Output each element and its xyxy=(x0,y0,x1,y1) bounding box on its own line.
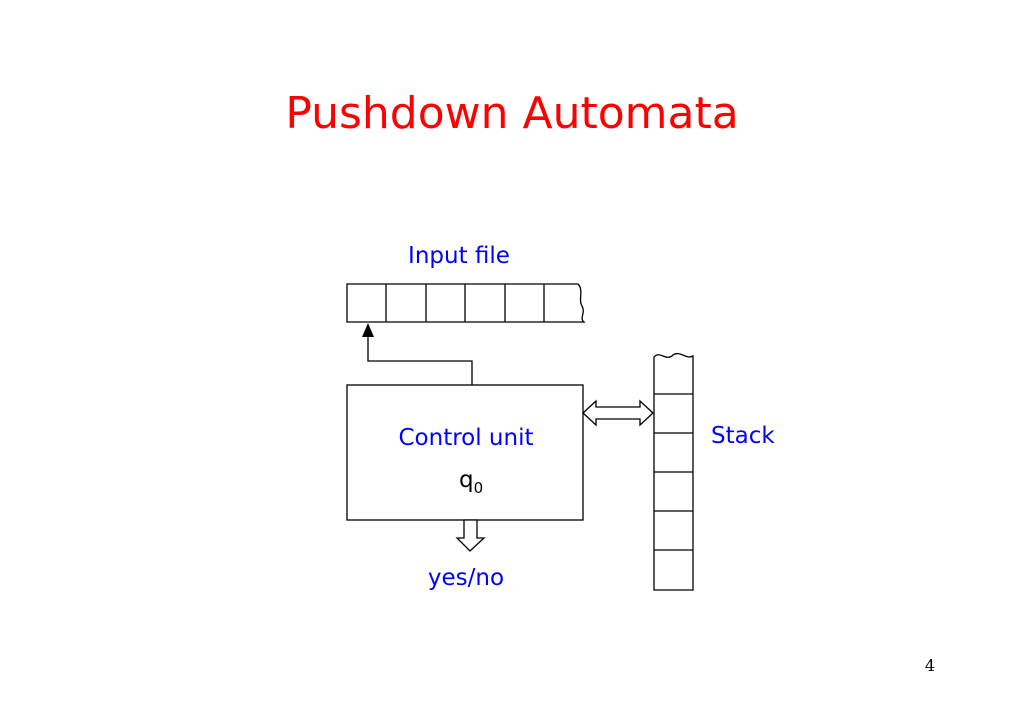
input-tape xyxy=(346,283,586,323)
control-unit-box xyxy=(346,384,584,521)
slide-title: Pushdown Automata xyxy=(285,88,739,139)
state-label: q0 xyxy=(459,467,483,497)
state-subscript: 0 xyxy=(474,479,484,497)
output-label: yes/no xyxy=(428,565,504,591)
stack-label: Stack xyxy=(711,423,775,449)
control-unit-label: Control unit xyxy=(398,425,533,451)
read-head-arrowhead xyxy=(362,323,374,337)
stack-outline xyxy=(653,352,694,591)
read-head-connector xyxy=(362,323,473,385)
page-number: 4 xyxy=(924,656,936,675)
input-tape-outline xyxy=(346,283,586,323)
control-stack-double-arrow xyxy=(582,399,654,427)
output-down-arrow xyxy=(455,519,486,552)
state-symbol: q xyxy=(459,467,474,493)
read-head-line xyxy=(367,336,473,385)
stack xyxy=(653,352,694,591)
input-file-label: Input file xyxy=(408,243,510,269)
